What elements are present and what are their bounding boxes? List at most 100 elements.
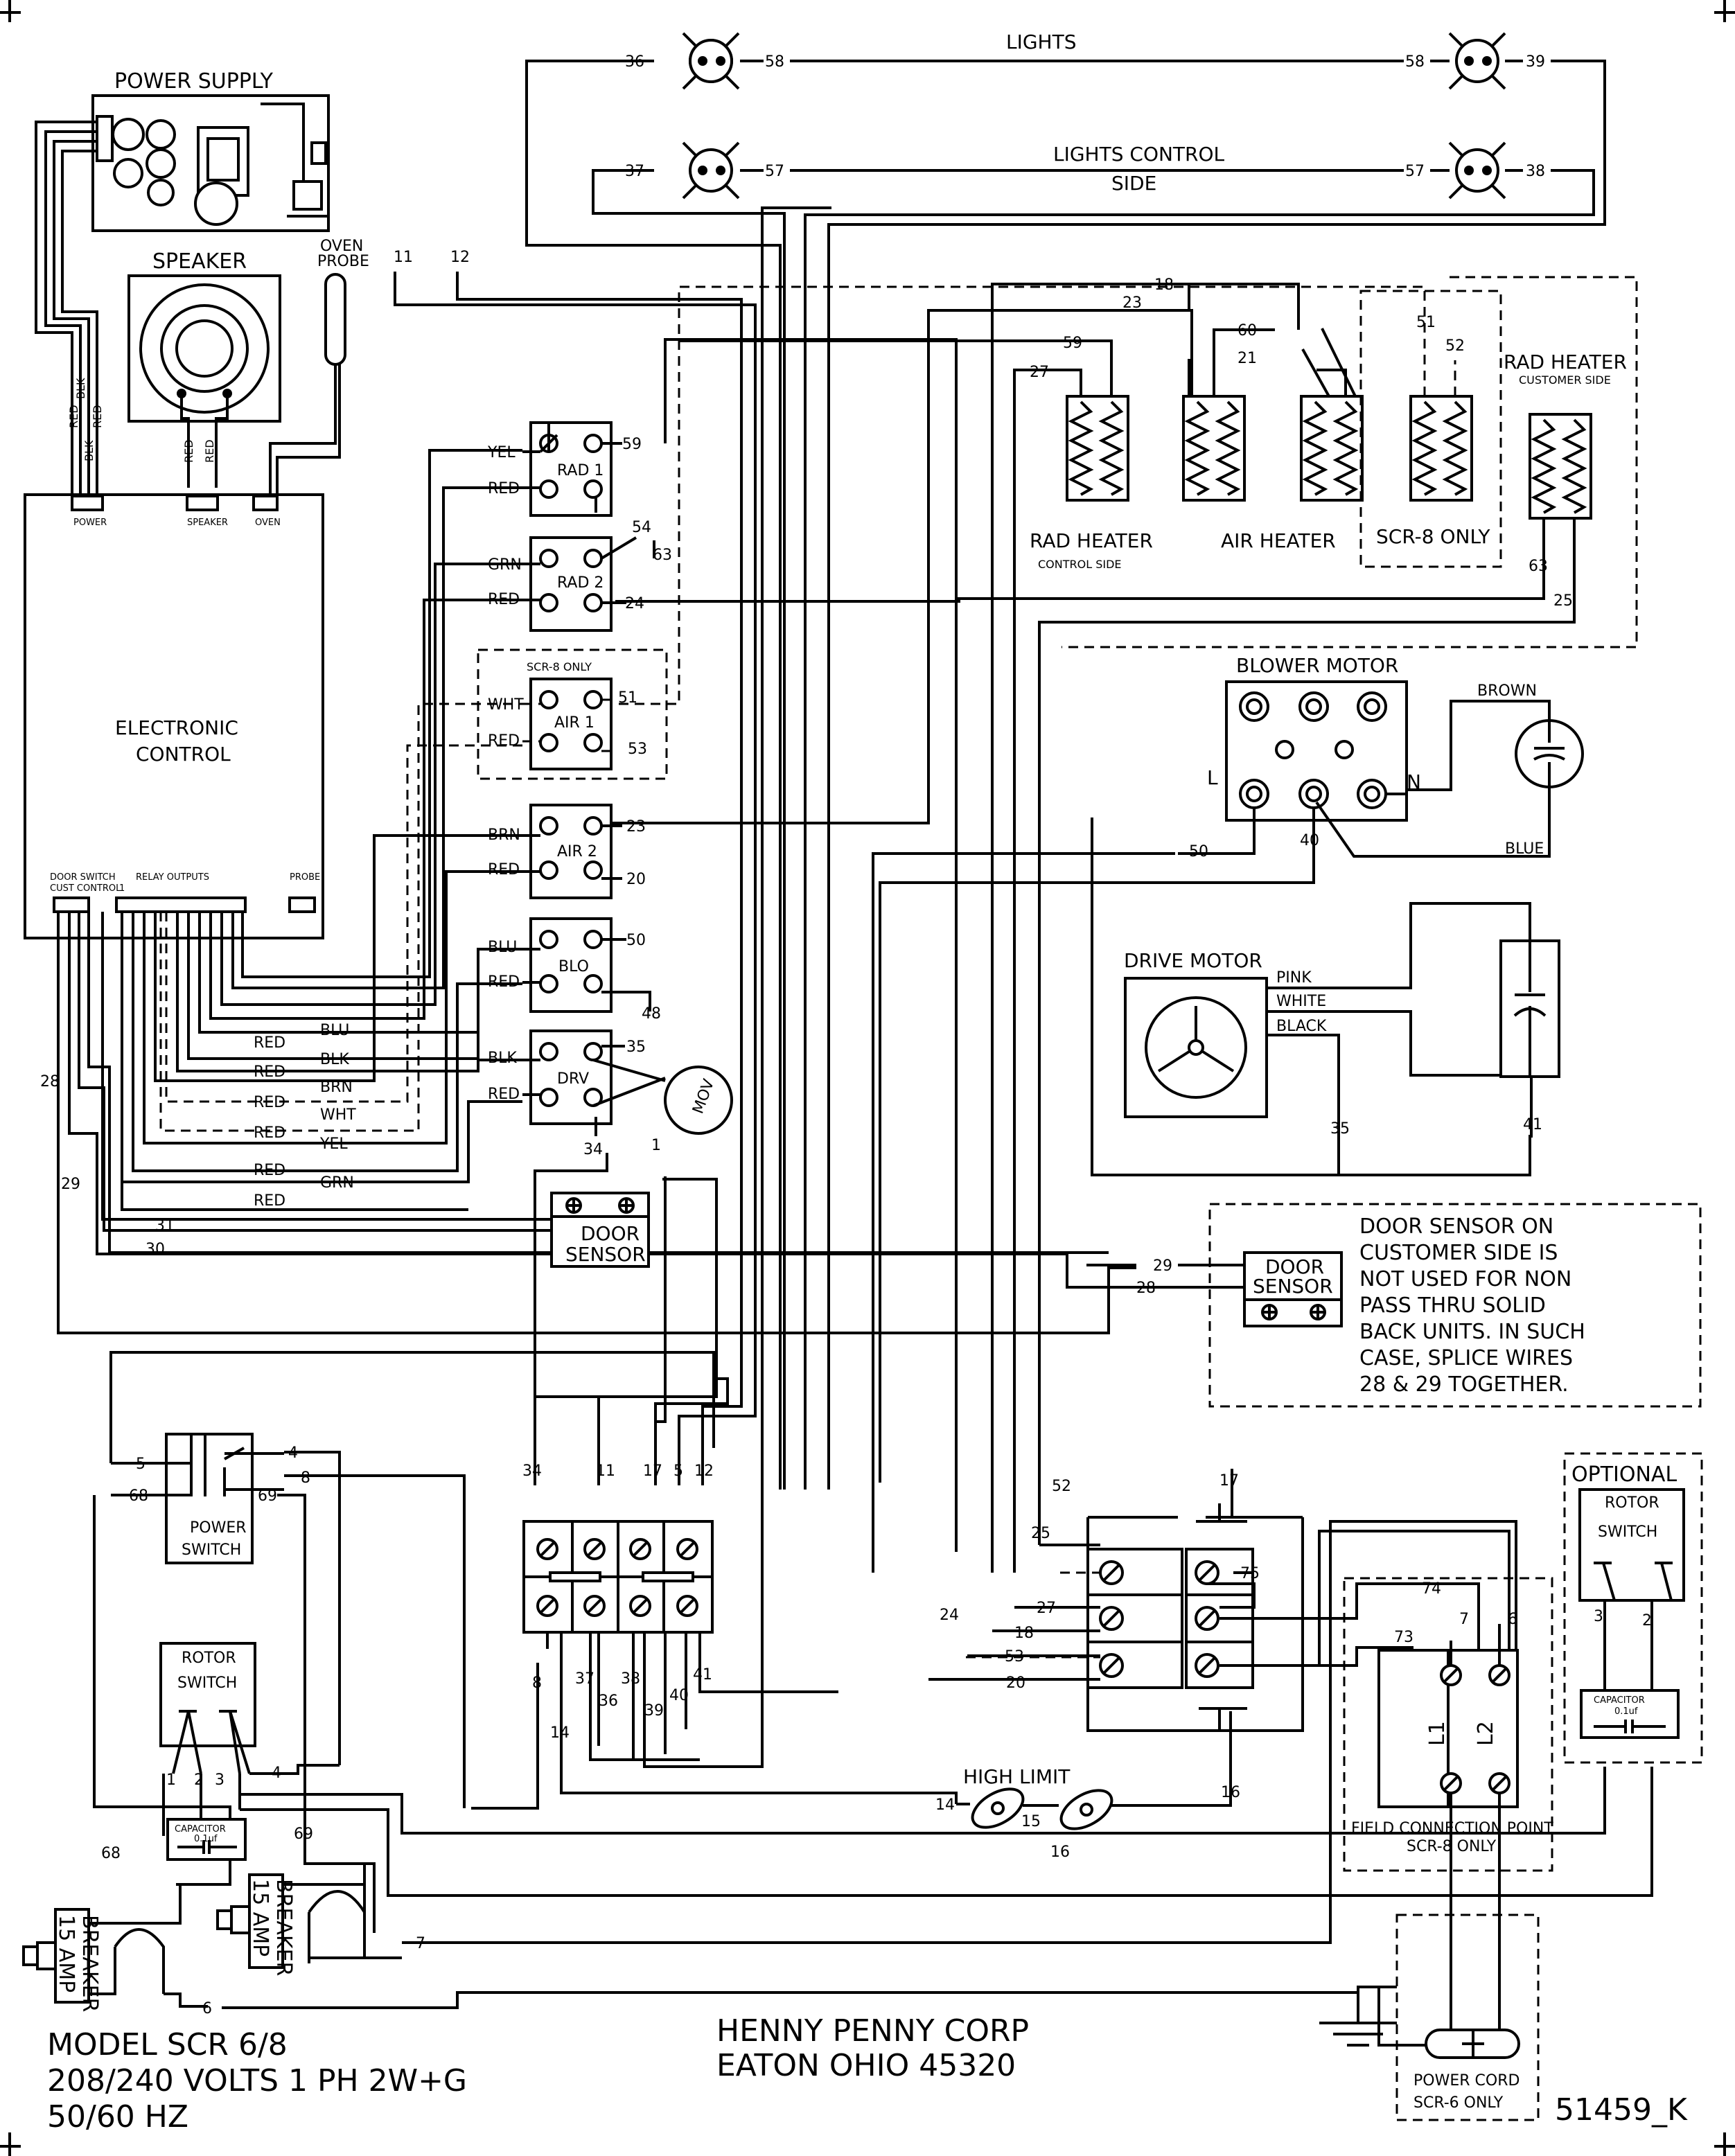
svg-text:14: 14: [935, 1796, 955, 1814]
svg-text:RED: RED: [488, 1086, 520, 1103]
svg-text:29: 29: [61, 1176, 80, 1193]
svg-text:25: 25: [1031, 1525, 1050, 1542]
svg-text:PINK: PINK: [1276, 969, 1312, 987]
svg-text:40: 40: [669, 1687, 689, 1704]
svg-text:RED: RED: [91, 405, 104, 428]
svg-text:1: 1: [651, 1137, 661, 1154]
lights: LIGHTS LIGHTS CONTROL SIDE 36 58 58 39 3…: [525, 30, 1606, 1490]
svg-text:AIR HEATER: AIR HEATER: [1221, 529, 1336, 552]
svg-text:BLK: BLK: [320, 1051, 349, 1068]
svg-text:59: 59: [1063, 335, 1082, 352]
svg-text:11: 11: [394, 249, 413, 266]
electronic-control: POWER SPEAKER OVEN ELECTRONIC CONTROL DO…: [24, 493, 324, 939]
relay-rad2: RAD 2 GRN RED 63 24: [488, 536, 672, 632]
power-supply-harness: RED BLK RED BLK: [35, 121, 104, 496]
svg-text:RED: RED: [488, 861, 520, 878]
svg-text:16: 16: [1221, 1784, 1240, 1801]
optional-rotor-switch: OPTIONAL ROTOR SWITCH 3 2 CAPACITOR 0.1u…: [1563, 1452, 1703, 1764]
svg-text:SCR-8 ONLY: SCR-8 ONLY: [527, 660, 592, 673]
svg-text:RED: RED: [254, 1124, 285, 1142]
svg-text:50: 50: [1189, 843, 1208, 860]
svg-text:N: N: [1407, 770, 1421, 793]
svg-text:20: 20: [626, 871, 646, 888]
svg-text:12: 12: [694, 1463, 714, 1480]
door-sensor-label: DOOR: [581, 1222, 640, 1245]
svg-text:PROBE: PROBE: [290, 872, 320, 883]
svg-text:BLK: BLK: [82, 440, 96, 461]
svg-text:53: 53: [628, 741, 647, 758]
note-block: DOOR SENSOR ON CUSTOMER SIDE IS NOT USED…: [1359, 1214, 1585, 1397]
svg-text:52: 52: [1445, 337, 1465, 355]
svg-text:39: 39: [1526, 53, 1545, 71]
svg-text:RAD HEATER: RAD HEATER: [1030, 529, 1153, 552]
svg-text:5: 5: [673, 1463, 683, 1480]
speaker-label: SPEAKER: [152, 249, 247, 274]
svg-text:ROTOR: ROTOR: [182, 1650, 236, 1667]
hz-text: 50/60 HZ: [47, 2099, 188, 2135]
svg-text:6: 6: [1508, 1611, 1517, 1628]
optional-label: OPTIONAL: [1571, 1463, 1677, 1487]
svg-text:BRN: BRN: [320, 1079, 353, 1096]
svg-text:63: 63: [653, 547, 672, 564]
svg-text:68: 68: [129, 1487, 148, 1505]
svg-text:51: 51: [618, 689, 637, 707]
voltage-text: 208/240 VOLTS 1 PH 2W+G: [47, 2063, 467, 2098]
svg-text:SWITCH: SWITCH: [1598, 1523, 1657, 1541]
relay-rad1: RAD 1 YEL RED 59 54: [487, 338, 958, 1552]
svg-text:7: 7: [416, 1935, 425, 1952]
svg-text:28: 28: [40, 1073, 60, 1090]
svg-text:35: 35: [626, 1039, 646, 1056]
svg-text:73: 73: [1394, 1629, 1413, 1646]
svg-text:36: 36: [625, 53, 644, 71]
svg-text:50: 50: [626, 932, 646, 949]
svg-text:30: 30: [146, 1241, 165, 1258]
svg-text:0.1uf: 0.1uf: [194, 1834, 218, 1844]
svg-text:52: 52: [1052, 1478, 1071, 1495]
svg-text:L: L: [1207, 766, 1218, 789]
svg-text:SCR-8 ONLY: SCR-8 ONLY: [1376, 525, 1490, 548]
oven-probe: OVEN PROBE: [269, 238, 369, 496]
svg-text:DOOR SWITCH: DOOR SWITCH: [50, 872, 116, 883]
relay-air1-label: AIR 1: [554, 714, 595, 732]
door-sensor-control: DOOR SENSOR: [550, 1192, 650, 1268]
relay-harness: RED BLU RED BLK BRN RED WHT RED YEL RED …: [121, 449, 522, 1211]
svg-text:68: 68: [101, 1845, 121, 1862]
svg-text:RED: RED: [254, 1094, 285, 1111]
svg-text:POWER CORD: POWER CORD: [1413, 2072, 1520, 2089]
breaker-2: 15 AMP BREAKER: [216, 1864, 402, 1976]
svg-text:BLU: BLU: [320, 1022, 349, 1039]
svg-text:SPEAKER: SPEAKER: [187, 518, 228, 528]
rotor-leads: [240, 1767, 1653, 1897]
door-sensor-customer: DOOR SENSOR 29 28: [1086, 1203, 1702, 1408]
breaker-output-wires: 7 6: [202, 1520, 1517, 2017]
relay-rad2-label: RAD 2: [557, 574, 604, 592]
svg-text:34: 34: [522, 1463, 542, 1480]
svg-text:24: 24: [940, 1607, 959, 1624]
svg-text:34: 34: [583, 1141, 603, 1158]
svg-text:CAPACITOR: CAPACITOR: [175, 1824, 226, 1835]
svg-text:57: 57: [765, 163, 784, 180]
svg-text:RED: RED: [254, 1034, 285, 1052]
svg-text:CAPACITOR: CAPACITOR: [1594, 1695, 1645, 1706]
note-line: CUSTOMER SIDE IS: [1359, 1241, 1558, 1265]
drive-motor-label: DRIVE MOTOR: [1124, 949, 1262, 972]
power-supply: POWER SUPPLY: [91, 69, 330, 232]
drawing-number: 51459_K: [1555, 2092, 1688, 2128]
svg-text:5: 5: [136, 1456, 146, 1473]
relay-blo: BLO BLU RED 50 48: [488, 917, 661, 1023]
svg-text:BLK: BLK: [488, 1050, 517, 1067]
svg-text:7: 7: [1459, 1611, 1469, 1628]
svg-text:BLACK: BLACK: [1276, 1018, 1327, 1035]
svg-text:59: 59: [622, 436, 642, 453]
svg-text:BLU: BLU: [488, 939, 517, 956]
blower-motor: BLOWER MOTOR L N BROWN BLUE 50 40: [872, 654, 1584, 1573]
svg-text:58: 58: [765, 53, 784, 71]
svg-text:SCR-6 ONLY: SCR-6 ONLY: [1413, 2094, 1504, 2112]
relay-rad1-label: RAD 1: [557, 462, 604, 479]
company-text: HENNY PENNY CORP: [716, 2013, 1029, 2049]
svg-text:37: 37: [625, 163, 644, 180]
svg-text:RED: RED: [254, 1192, 285, 1210]
svg-text:BLK: BLK: [74, 378, 87, 399]
svg-text:35: 35: [1330, 1120, 1350, 1138]
